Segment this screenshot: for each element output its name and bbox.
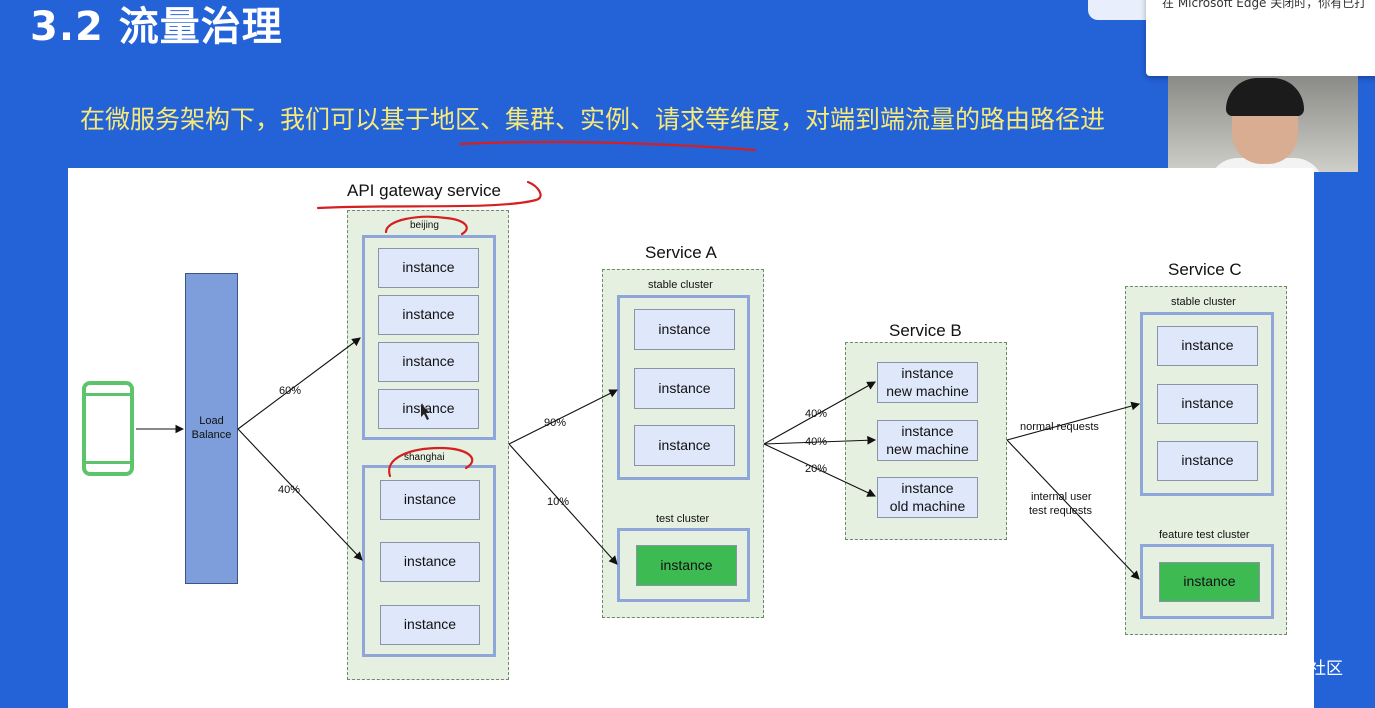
edge-label-normal-requests: normal requests — [1020, 421, 1099, 433]
service-a-stable-instance-2: instance — [634, 368, 735, 409]
arrow-a-b3 — [763, 443, 876, 497]
gateway-cluster — [347, 210, 509, 680]
shanghai-instance-1: instance — [380, 480, 480, 520]
arrow-lb-beijing — [237, 337, 361, 430]
service-b-instance-1-line2: new machine — [886, 382, 969, 399]
arrow-lb-shanghai — [237, 428, 363, 561]
service-b-instance-1-line1: instance — [901, 365, 954, 381]
service-c-stable-instance-1: instance — [1157, 326, 1258, 366]
diagram-arrows — [136, 180, 1141, 580]
service-a-stable-label: stable cluster — [648, 279, 713, 291]
watermark: @稀土掘金技术社区 — [1190, 659, 1343, 679]
service-a-title: Service A — [645, 243, 717, 262]
service-c-feature-cluster — [1140, 544, 1274, 619]
service-c-stable-cluster — [1140, 312, 1274, 496]
service-c-stable-instance-3: instance — [1157, 441, 1258, 481]
service-a-test-label: test cluster — [656, 513, 710, 525]
shanghai-region — [362, 465, 496, 657]
diagram-canvas: Load Balance API gateway service beijing… — [68, 168, 1314, 708]
arrow-b-c-normal — [1006, 401, 1141, 441]
edge-notification[interactable]: 在 Microsoft Edge 关闭时，你有已打 — [1146, 0, 1375, 76]
red-circle-shanghai — [388, 446, 474, 478]
service-a-stable-instance-1: instance — [634, 309, 735, 350]
arrow-a-b1 — [763, 381, 876, 445]
beijing-instance-2: instance — [378, 295, 479, 335]
service-b-instance-3-line2: old machine — [889, 497, 966, 514]
shanghai-label: shanghai — [404, 452, 445, 463]
shanghai-instance-3: instance — [380, 605, 480, 645]
service-c-stable-label: stable cluster — [1171, 296, 1236, 308]
service-b-title: Service B — [889, 321, 962, 340]
arrow-b-c-feature — [1006, 439, 1140, 580]
service-a-test-instance: instance — [636, 545, 737, 586]
service-c-feature-label: feature test cluster — [1159, 529, 1250, 541]
slide-subtitle: 在微服务架构下，我们可以基于地区、集群、实例、请求等维度，对端到端流量的路由路径… — [80, 105, 1106, 134]
cursor-icon — [421, 404, 430, 420]
load-balancer-label-2: Balance — [191, 428, 232, 441]
service-a-stable-cluster — [617, 295, 750, 480]
service-c-title: Service C — [1168, 260, 1242, 279]
service-c-stable-instance-2: instance — [1157, 384, 1258, 424]
red-circle-beijing — [384, 215, 468, 236]
top-pill-button[interactable] — [1088, 0, 1158, 20]
service-b-instance-2-line2: new machine — [886, 440, 969, 457]
service-a-test-cluster — [617, 528, 750, 602]
service-b-instance-3-line1: instance — [901, 480, 954, 496]
edge-label-internal-2: test requests — [1029, 505, 1092, 517]
slide-title: 3.2 流量治理 — [30, 4, 283, 50]
presenter-hair — [1226, 78, 1304, 116]
beijing-instance-3: instance — [378, 342, 479, 382]
load-balancer-label-1: Load — [199, 415, 224, 428]
beijing-region — [362, 235, 496, 440]
beijing-label: beijing — [410, 220, 439, 231]
shanghai-instance-2: instance — [380, 542, 480, 582]
notification-text: 在 Microsoft Edge 关闭时，你有已打 — [1162, 0, 1367, 10]
arrow-gw-test — [508, 443, 618, 565]
service-c-feature-instance: instance — [1159, 562, 1260, 602]
edge-label-a-b1: 40% — [805, 408, 828, 420]
phone-icon — [82, 381, 134, 476]
beijing-instance-1: instance — [378, 248, 479, 288]
load-balancer: Load Balance — [185, 273, 238, 584]
red-underline-gateway — [316, 180, 542, 210]
arrow-a-b2 — [763, 435, 877, 445]
webcam-overlay — [1168, 76, 1358, 172]
service-a-stable-instance-3: instance — [634, 425, 735, 466]
edge-label-gw-stable: 90% — [544, 417, 567, 429]
arrow-gw-stable — [508, 389, 618, 445]
gateway-title: API gateway service — [347, 181, 502, 200]
beijing-instance-4: instance — [378, 389, 479, 429]
edge-label-lb-shanghai: 40% — [278, 484, 301, 496]
service-b-instance-2-line1: instance — [901, 423, 954, 439]
